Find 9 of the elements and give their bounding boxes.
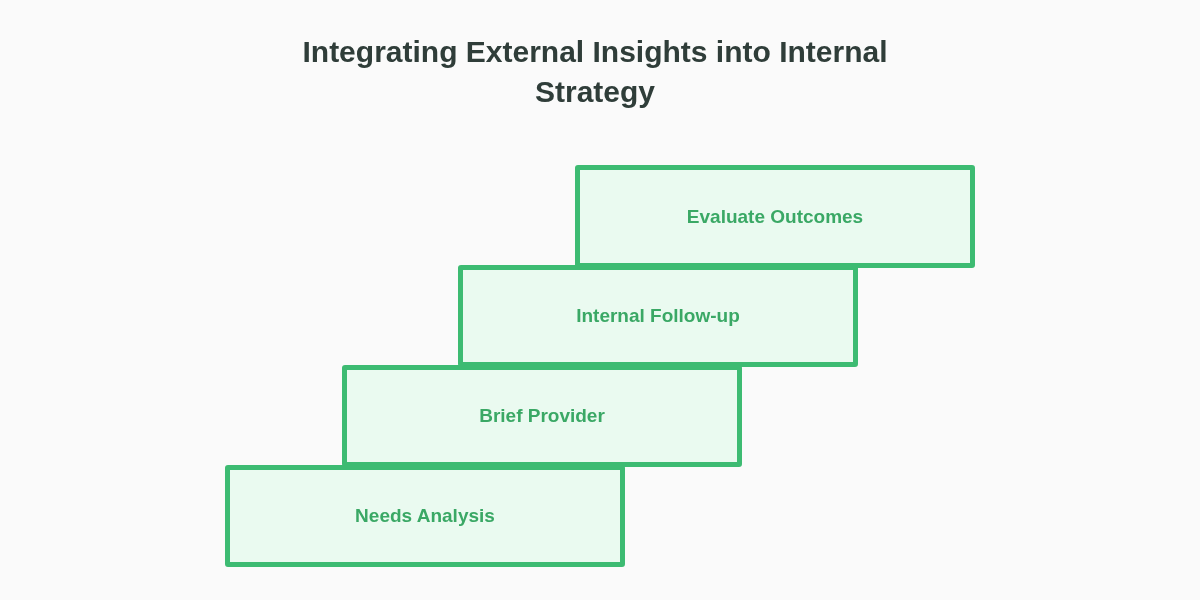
step-box [575, 165, 975, 268]
step-box [225, 465, 625, 567]
step-label: Internal Follow-up [576, 305, 740, 327]
step-label: Needs Analysis [355, 505, 495, 527]
step-label: Evaluate Outcomes [686, 205, 864, 228]
step-box [342, 365, 742, 467]
step-label: Brief Provider [479, 405, 605, 427]
step-box [458, 265, 858, 367]
diagram-title: Integrating External Insights into Internal Strategy [301, 34, 889, 110]
